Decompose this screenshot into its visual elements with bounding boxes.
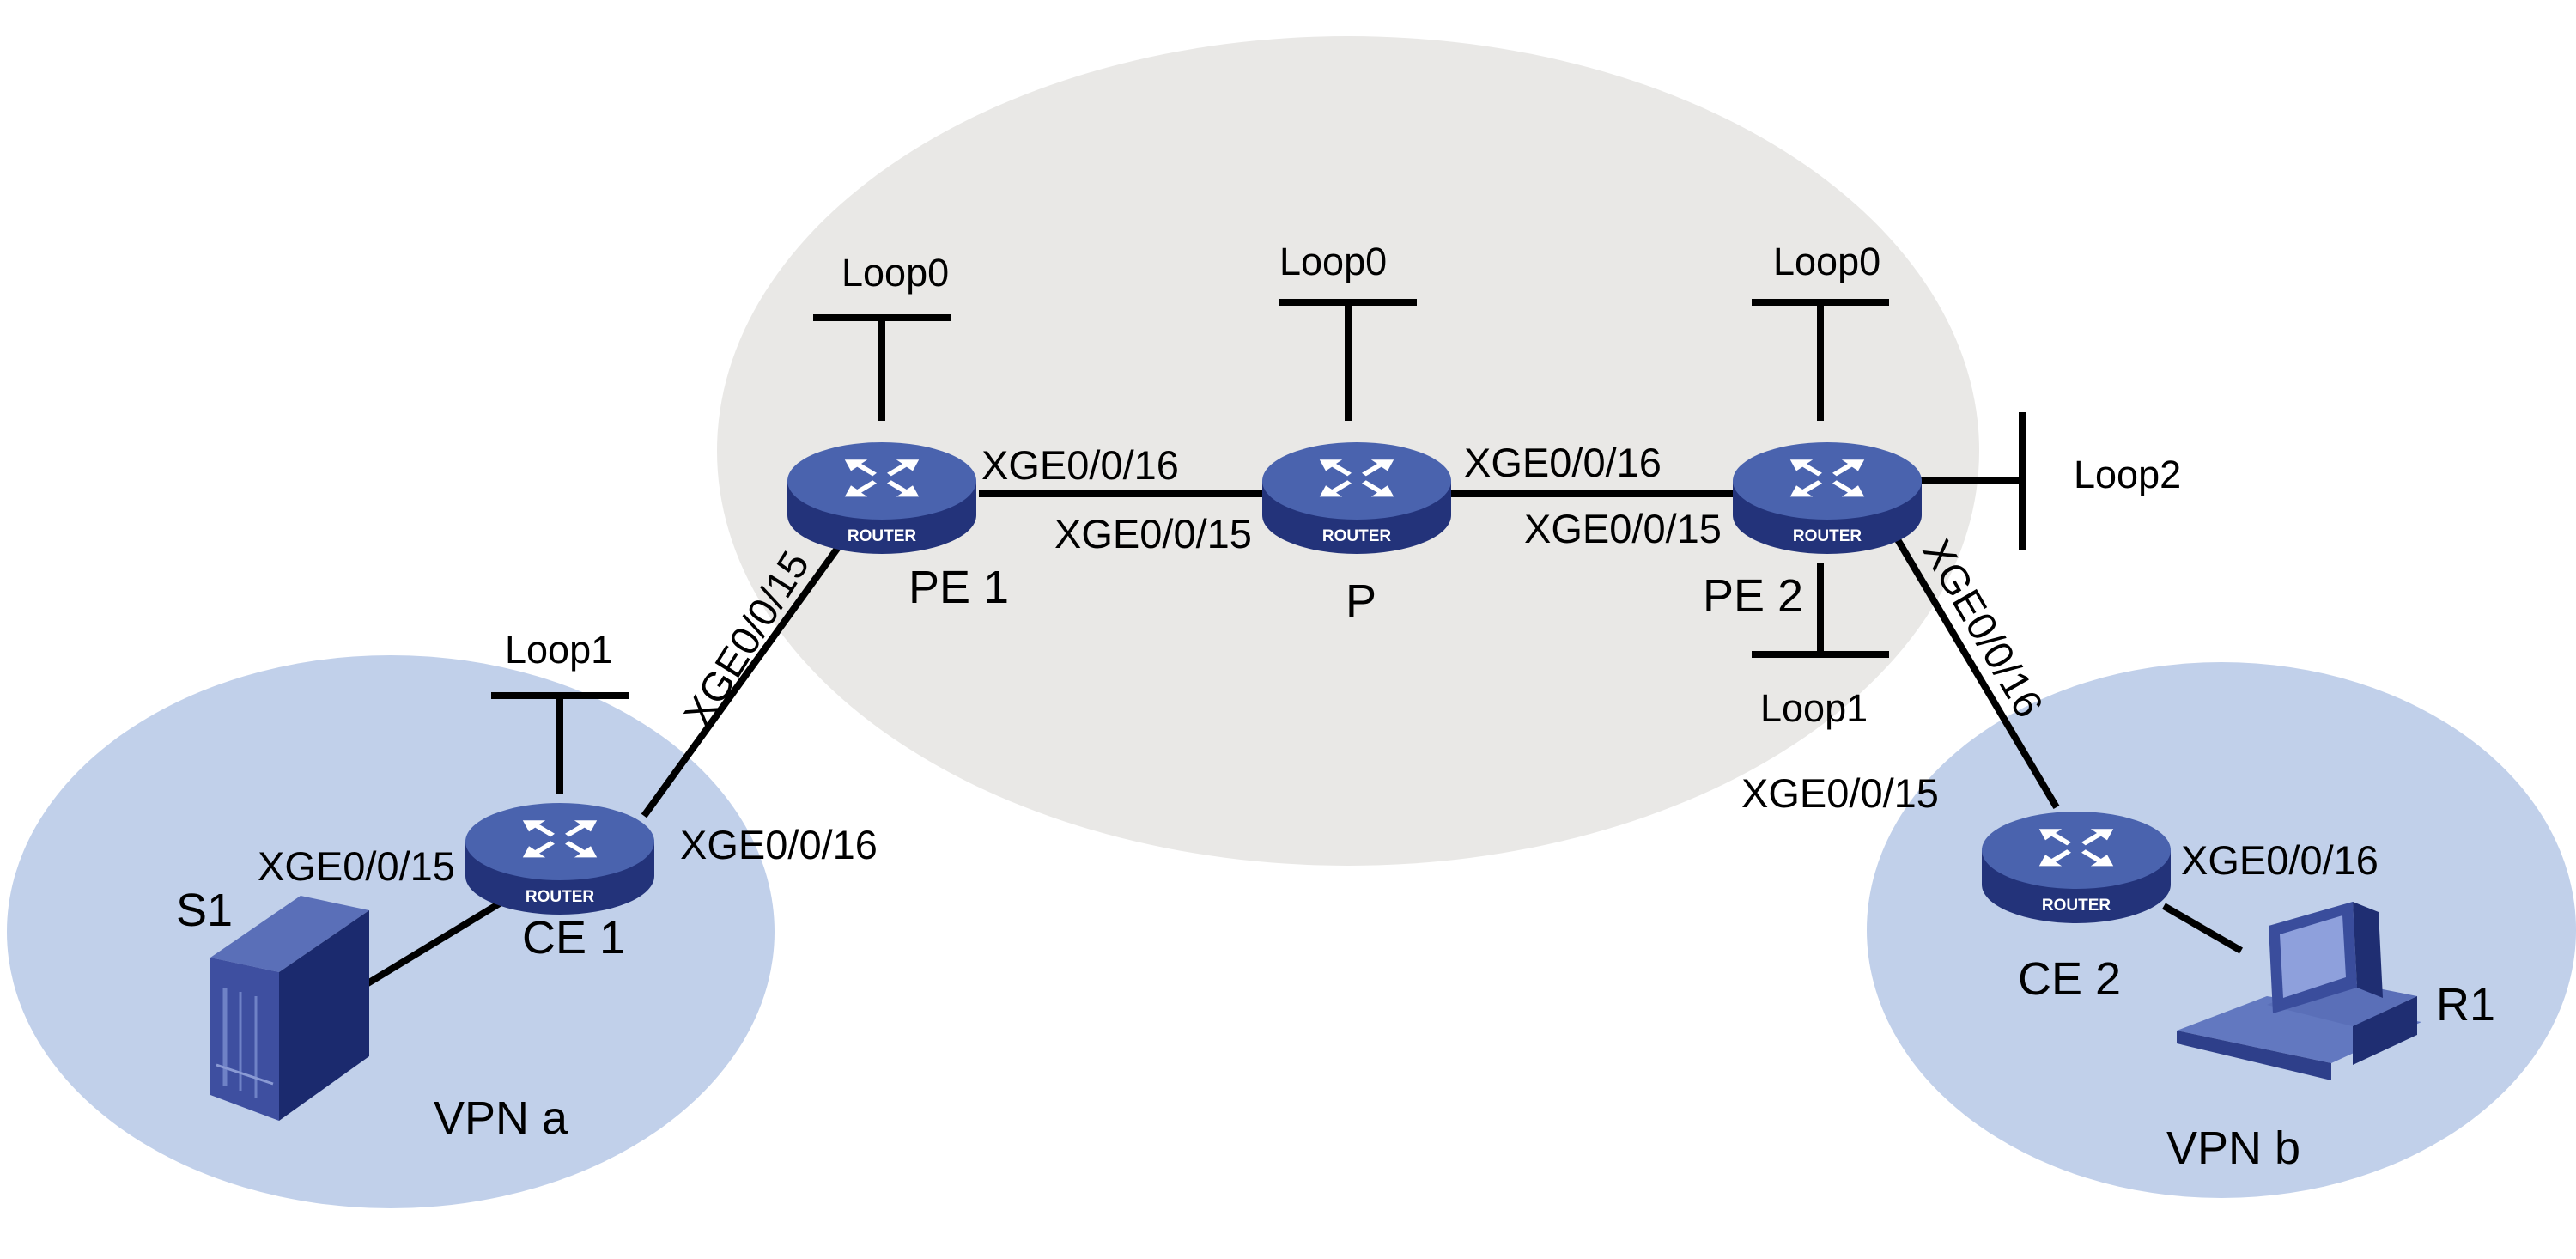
router-icon: ROUTER bbox=[1982, 812, 2171, 923]
svg-text:ROUTER: ROUTER bbox=[848, 527, 917, 545]
label-device-r1: R1 bbox=[2436, 979, 2495, 1031]
server-icon bbox=[210, 896, 369, 1121]
workstation-r1[interactable] bbox=[2177, 902, 2421, 1080]
label-pe2-loop2: Loop2 bbox=[2074, 453, 2181, 496]
router-icon: ROUTER bbox=[1733, 442, 1922, 554]
link-ce2-r1 bbox=[2161, 903, 2244, 954]
loopback-stub-pe2-loop2 bbox=[1919, 412, 2026, 550]
label-p-loop0: Loop0 bbox=[1279, 240, 1387, 283]
svg-text:ROUTER: ROUTER bbox=[526, 888, 595, 906]
label-iface-p-to-pe2: XGE0/0/16 bbox=[1464, 440, 1662, 485]
link-pe2-ce2 bbox=[1890, 530, 2060, 810]
label-vpn-b: VPN b bbox=[2166, 1122, 2300, 1174]
label-device-p: P bbox=[1346, 575, 1376, 627]
workstation-icon bbox=[2177, 902, 2421, 1080]
router-ce1[interactable]: ROUTER bbox=[465, 803, 654, 915]
label-iface-ce1-to-pe1: XGE0/0/16 bbox=[680, 822, 878, 867]
label-iface-ce1-to-s1: XGE0/0/15 bbox=[258, 843, 455, 889]
label-iface-pe1-to-p: XGE0/0/16 bbox=[981, 442, 1179, 488]
router-p[interactable]: ROUTER bbox=[1262, 442, 1451, 554]
label-device-ce2: CE 2 bbox=[2018, 953, 2121, 1005]
router-icon: ROUTER bbox=[465, 803, 654, 915]
label-pe2-loop0: Loop0 bbox=[1773, 240, 1880, 283]
label-iface-pe2-from-p: XGE0/0/15 bbox=[1524, 506, 1722, 551]
label-iface-p-from-pe1: XGE0/0/15 bbox=[1054, 511, 1252, 557]
label-iface-pe2-to-ce2: XGE0/0/16 bbox=[1914, 532, 2052, 726]
loopback-stub-ce1-loop1 bbox=[491, 692, 629, 794]
vpn-b-area bbox=[1867, 662, 2576, 1198]
svg-text:ROUTER: ROUTER bbox=[2042, 897, 2111, 915]
loopback-stub-pe2-loop1 bbox=[1752, 563, 1889, 658]
router-pe2[interactable]: ROUTER bbox=[1733, 442, 1922, 554]
label-iface-ce2-to-r1: XGE0/0/16 bbox=[2181, 837, 2379, 883]
router-ce2[interactable]: ROUTER bbox=[1982, 812, 2171, 923]
loopback-stub-p-loop0 bbox=[1279, 299, 1417, 421]
loopback-stub-pe1-loop0 bbox=[813, 314, 951, 421]
svg-text:ROUTER: ROUTER bbox=[1793, 527, 1862, 545]
router-icon: ROUTER bbox=[787, 442, 976, 554]
router-pe1[interactable]: ROUTER bbox=[787, 442, 976, 554]
server-s1[interactable] bbox=[210, 896, 369, 1121]
label-device-ce1: CE 1 bbox=[522, 912, 625, 964]
label-iface-ce2-to-pe2: XGE0/0/15 bbox=[1741, 770, 1939, 816]
link-pe1-ce1 bbox=[641, 534, 849, 818]
vpn-a-area bbox=[7, 655, 775, 1208]
label-device-pe1: PE 1 bbox=[908, 562, 1009, 613]
label-device-s1: S1 bbox=[176, 885, 233, 936]
link-ce1-s1 bbox=[362, 898, 505, 988]
label-pe1-loop0: Loop0 bbox=[841, 251, 949, 295]
loopback-stub-pe2-loop0 bbox=[1752, 299, 1889, 421]
label-device-pe2: PE 2 bbox=[1703, 570, 1803, 622]
label-ce1-loop1: Loop1 bbox=[505, 628, 612, 672]
svg-text:ROUTER: ROUTER bbox=[1322, 527, 1392, 545]
router-icon: ROUTER bbox=[1262, 442, 1451, 554]
label-vpn-a: VPN a bbox=[434, 1092, 568, 1144]
label-pe2-loop1: Loop1 bbox=[1760, 686, 1868, 730]
